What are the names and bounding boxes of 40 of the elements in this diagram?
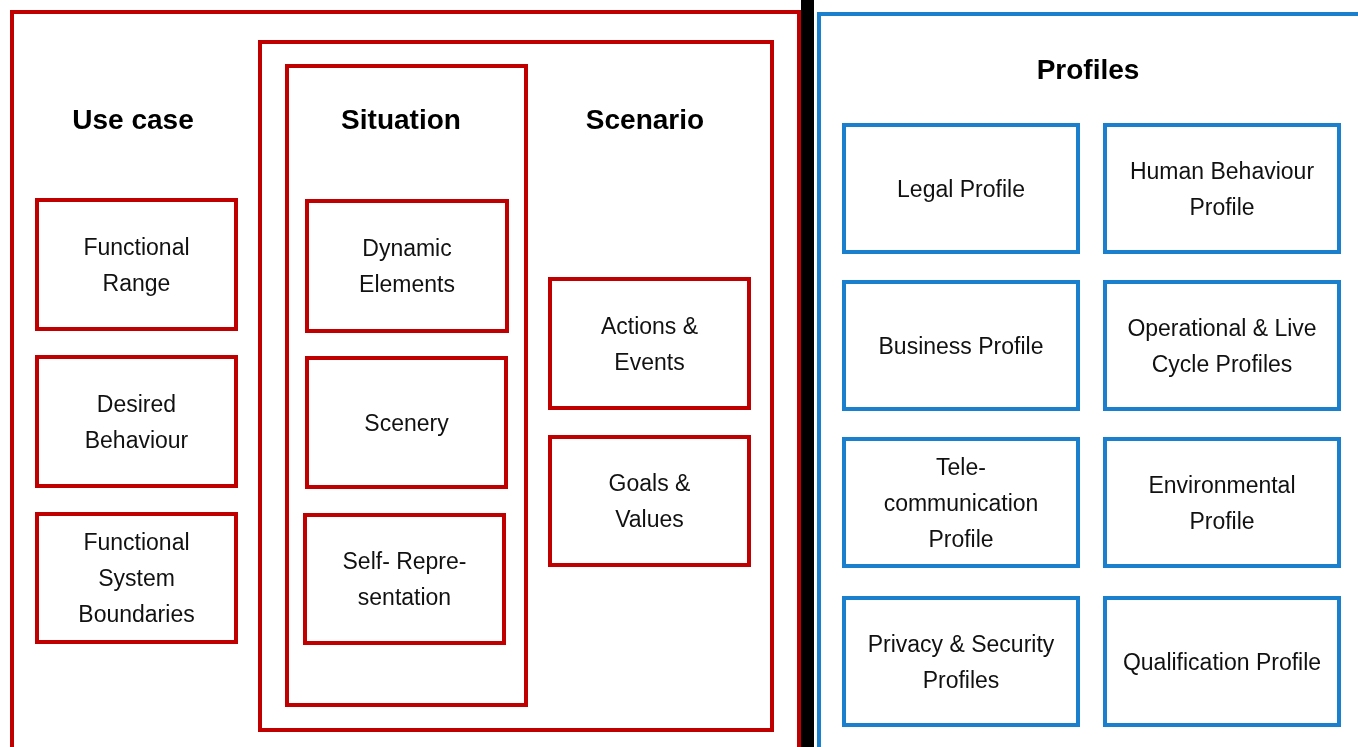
category-box <box>305 356 508 489</box>
box-label: Human Behaviour Profile <box>1128 156 1316 222</box>
box-label: Privacy & Security Profiles <box>866 629 1056 695</box>
group-frame <box>10 10 801 747</box>
box-label: Functional System Boundaries <box>77 528 196 629</box>
box-label: Functional Range <box>82 232 191 298</box>
category-box <box>842 280 1080 411</box>
group-heading: Use case <box>72 104 194 136</box>
box-label: Operational & Live Cycle Profiles <box>1126 313 1318 379</box>
box-label: Business Profile <box>878 331 1044 361</box>
box-label: Goals & Values <box>607 469 692 534</box>
box-label: Scenery <box>364 408 449 438</box>
category-box <box>305 199 509 333</box>
category-box <box>1103 596 1341 727</box>
category-box <box>1103 123 1341 254</box>
box-label: Qualification Profile <box>1122 647 1322 677</box>
box-label: Tele- communication Profile <box>882 452 1040 554</box>
box-label: Self- Repre- sentation <box>341 547 468 612</box>
group-heading: Situation <box>341 104 461 136</box>
category-box <box>842 437 1080 568</box>
group-frame <box>258 40 774 732</box>
box-label: Dynamic Elements <box>358 234 456 299</box>
box-label: Environmental Profile <box>1147 470 1297 536</box>
box-label: Actions & Events <box>599 311 700 377</box>
group-heading: Scenario <box>585 104 705 136</box>
category-box <box>842 123 1080 254</box>
category-box <box>35 198 238 331</box>
category-box <box>548 435 751 567</box>
box-label: Legal Profile <box>897 174 1025 204</box>
group-frame <box>285 64 528 707</box>
category-box <box>35 512 238 644</box>
category-box <box>1103 280 1341 411</box>
group-frame <box>817 12 1358 747</box>
category-box <box>35 355 238 488</box>
category-box <box>1103 437 1341 568</box>
category-box <box>303 513 506 645</box>
box-label: Desired Behaviour <box>83 389 190 455</box>
category-box <box>548 277 751 410</box>
category-box <box>842 596 1080 727</box>
group-heading: Profiles <box>1036 54 1140 86</box>
